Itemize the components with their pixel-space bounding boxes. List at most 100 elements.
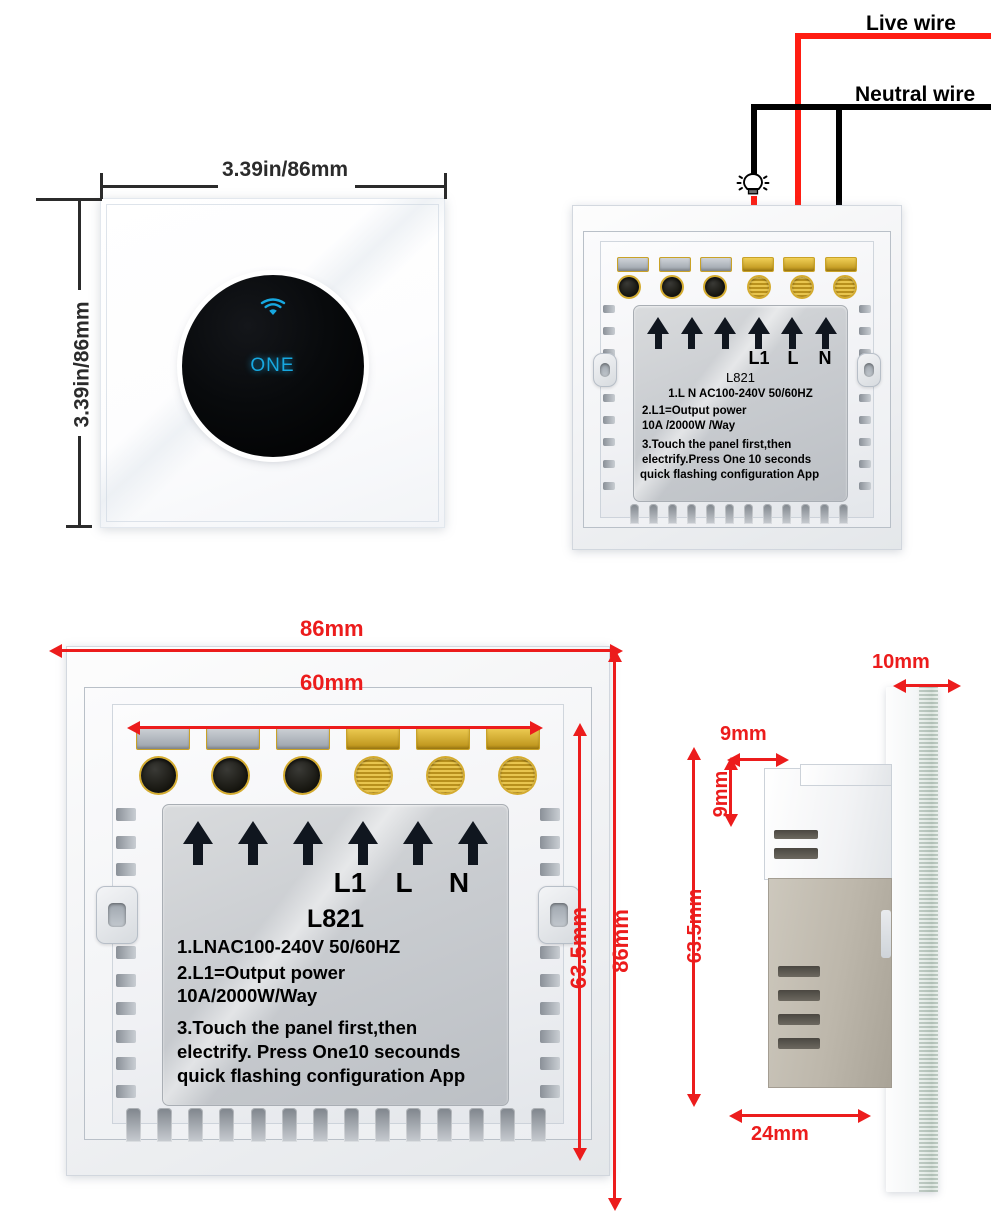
live-wire-vertical [795, 33, 801, 266]
terminal-hole[interactable] [212, 758, 248, 793]
side-glass-edge-texture [919, 687, 938, 1192]
outer-height-arrow-top [608, 649, 622, 662]
spec-line-1-large: 1.LNAC100-240V 50/60HZ [177, 936, 401, 957]
glass-thickness-dim-line [906, 684, 948, 687]
terminal-slot[interactable] [346, 726, 400, 750]
side-depth-arrow-right [858, 1109, 871, 1123]
spec-line-4-small: 3.Touch the panel first,then [642, 439, 792, 451]
glass-inner-edge [106, 204, 439, 522]
back-view-small-diagram: L1 L N L821 1.L N AC100-240V 50/60HZ 2.L… [572, 205, 902, 550]
side-depth-dim-line [742, 1114, 858, 1117]
terminal-screw[interactable] [499, 758, 535, 793]
terminal-arrow [238, 821, 268, 865]
front-width-dimension-label: 3.39in/86mm [222, 158, 349, 181]
terminal-arrow [647, 317, 669, 349]
side-vent-slot [778, 990, 820, 1001]
spec-line-2-small: 2.L1=Output power [642, 405, 747, 417]
inner-width-dim-line [140, 726, 530, 729]
top-offset-h-label: 9mm [720, 723, 767, 745]
terminal-letter-l-small: L [787, 348, 799, 368]
glass-thickness-arrow-right [948, 679, 961, 693]
spec-line-5-large: electrify. Press One10 secounds [177, 1041, 461, 1062]
terminal-slot[interactable] [700, 257, 733, 272]
terminal-hole[interactable] [619, 277, 639, 297]
side-depth-label: 24mm [751, 1123, 809, 1145]
top-offset-v-dim-line [729, 770, 732, 814]
spec-line-2-large: 2.L1=Output power [177, 962, 346, 983]
light-bulb-icon [733, 168, 773, 202]
terminal-arrow [348, 821, 378, 865]
outer-height-arrow-bottom [608, 1198, 622, 1211]
spec-line-5-small: electrify.Press One 10 seconds [642, 454, 812, 466]
inner-width-arrow-left [127, 721, 140, 735]
terminal-letter-n-small: N [818, 348, 832, 368]
terminal-slot[interactable] [206, 726, 260, 750]
neutral-wire-branch-right [836, 104, 842, 266]
vent-notches-right-small [859, 305, 871, 490]
top-offset-v-arrow-top [724, 757, 738, 770]
terminal-arrow-row-small [647, 317, 837, 349]
terminal-slot[interactable] [783, 257, 816, 272]
side-height-arrow-top [687, 747, 701, 760]
inner-height-dim-line [578, 736, 581, 1148]
spec-line-4-large: 3.Touch the panel first,then [177, 1017, 418, 1038]
spec-model-small: L821 [726, 370, 755, 385]
terminal-arrow [781, 317, 804, 349]
terminal-arrow-row-large [183, 821, 488, 865]
side-glass-faceplate [886, 687, 938, 1192]
glass-thickness-arrow-left [893, 679, 906, 693]
spec-line-6-large: quick flashing configuration App [177, 1065, 466, 1086]
terminal-slot[interactable] [617, 257, 649, 272]
terminal-slot[interactable] [136, 726, 190, 750]
terminal-hole[interactable] [662, 277, 683, 297]
mounting-tab-left-large [96, 886, 138, 944]
terminal-screw[interactable] [428, 758, 464, 793]
one-indicator-label: ONE [250, 355, 295, 377]
terminal-screw[interactable] [748, 277, 769, 297]
terminal-screw[interactable] [834, 277, 855, 297]
terminal-slot-strip-small [617, 257, 857, 272]
side-height-arrow-bottom [687, 1094, 701, 1107]
terminal-slot[interactable] [416, 726, 470, 750]
inner-height-dimension-label: 63.5mm [566, 907, 591, 989]
spec-label-plate-small: L1 L N L821 1.L N AC100-240V 50/60HZ 2.L… [633, 305, 848, 502]
vent-fins-large [126, 1108, 546, 1142]
side-height-label: 63.5mm [684, 888, 706, 964]
glass-thickness-label: 10mm [872, 651, 930, 673]
terminal-letter-n-large: N [448, 867, 470, 898]
mounting-tab-right-small [857, 353, 881, 387]
outer-width-dim-line [62, 649, 610, 652]
terminal-slot[interactable] [658, 257, 691, 272]
side-mount-nub [881, 910, 891, 958]
outer-width-arrow-left [49, 644, 62, 658]
front-width-tick-left [100, 173, 103, 199]
terminal-arrow [293, 821, 323, 865]
top-offset-h-dim-line [740, 758, 776, 761]
terminal-letter-l1-small: L1 [748, 348, 770, 368]
terminal-slot[interactable] [741, 257, 774, 272]
terminal-hole[interactable] [141, 758, 176, 793]
side-vent-slot [778, 1038, 820, 1049]
back-view-large-diagram: L1 L N L821 1.LNAC100-240V 50/60HZ 2.L1=… [66, 646, 610, 1176]
front-width-tick-right [444, 173, 447, 199]
wifi-icon [260, 298, 286, 316]
side-vent-slot [774, 830, 818, 839]
terminal-arrow [403, 821, 433, 865]
spec-line-3-large: 10A/2000W/Way [177, 985, 318, 1006]
terminal-screw[interactable] [791, 277, 812, 297]
side-vent-slot [774, 848, 818, 859]
front-height-dimension-label: 3.39in/86mm [70, 301, 94, 428]
terminal-slot[interactable] [276, 726, 330, 750]
touch-button-area[interactable]: ONE [181, 275, 364, 458]
side-height-dim-line [692, 760, 695, 1094]
terminal-hole[interactable] [705, 277, 726, 297]
spec-model-large: L821 [307, 905, 364, 933]
terminal-slot[interactable] [824, 257, 857, 272]
mounting-tab-left-small [593, 353, 617, 387]
side-view-diagram [690, 640, 990, 1200]
terminal-hole[interactable] [284, 758, 320, 793]
terminal-screw[interactable] [356, 758, 392, 793]
front-height-tick-top [66, 198, 92, 201]
neutral-wire-label: Neutral wire [855, 83, 976, 106]
side-vent-slot [778, 1014, 820, 1025]
